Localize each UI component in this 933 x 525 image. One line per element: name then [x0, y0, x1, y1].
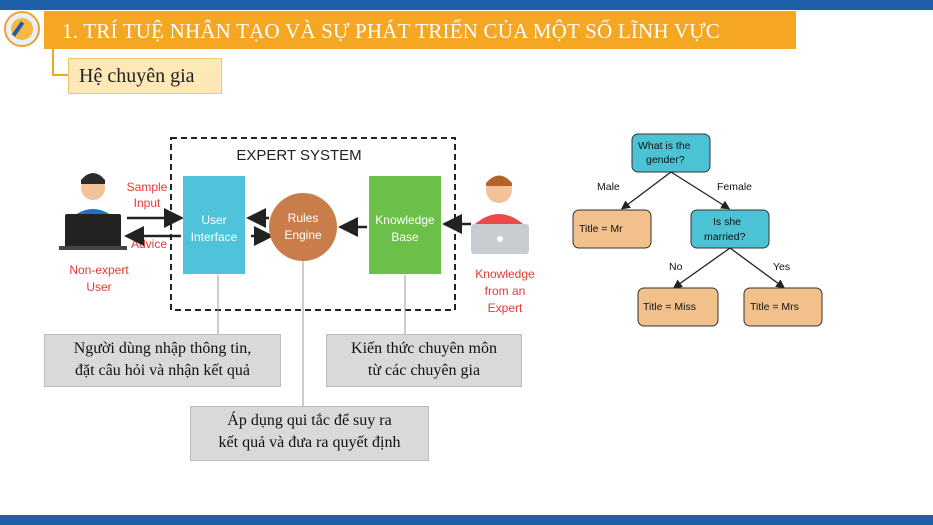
female-branch-line	[670, 171, 731, 210]
no-branch-label: No	[669, 261, 683, 273]
knowledge-caption-line1: Kiến thức chuyên môn	[351, 340, 497, 357]
female-branch-label: Female	[717, 181, 752, 193]
section-label-text: Hệ chuyên gia	[79, 65, 195, 87]
yes-branch-line	[729, 247, 786, 289]
user-interface-box	[183, 176, 245, 274]
expert-figure-icon	[471, 175, 529, 254]
miss-leaf-label: Title = Miss	[643, 301, 696, 313]
knowledge-caption: Kiến thức chuyên môn từ các chuyên gia	[326, 334, 522, 387]
user-figure-icon	[59, 173, 127, 250]
gender-question-line1: What is the	[638, 140, 691, 152]
user-caption-line2: đặt câu hỏi và nhận kết quả	[74, 362, 251, 379]
no-branch-line	[672, 247, 731, 289]
user-interface-label-2: Interface	[191, 230, 238, 244]
mr-leaf-label: Title = Mr	[579, 223, 623, 235]
title-connector-h	[52, 74, 68, 76]
rules-engine-label-1: Rules	[288, 211, 319, 225]
page-title: 1. TRÍ TUỆ NHÂN TẠO VÀ SỰ PHÁT TRIỂN CỦA…	[62, 19, 720, 43]
married-question-line1: Is she	[713, 216, 741, 228]
user-interface-label-1: User	[201, 213, 226, 227]
lesson-logo-icon	[4, 11, 40, 47]
knowledge-base-box	[369, 176, 441, 274]
mr-leaf-node	[572, 209, 652, 249]
male-branch-line	[620, 171, 672, 210]
title-banner: 1. TRÍ TUỆ NHÂN TẠO VÀ SỰ PHÁT TRIỂN CỦA…	[44, 11, 796, 49]
knowledge-base-label-2: Base	[391, 230, 419, 244]
rules-engine-label-2: Engine	[284, 228, 322, 242]
user-caption: Người dùng nhập thông tin, đặt câu hỏi v…	[44, 334, 281, 387]
expert-label-2: from an	[485, 284, 526, 298]
mrs-leaf-label: Title = Mrs	[750, 301, 799, 313]
knowledge-base-label-1: Knowledge	[375, 213, 435, 227]
expert-label-1: Knowledge	[475, 267, 535, 281]
rules-caption-line2: kết quả và đưa ra quyết định	[218, 434, 401, 451]
rules-caption: Áp dụng qui tắc để suy ra kết quả và đưa…	[190, 406, 429, 461]
mrs-leaf-node	[743, 287, 823, 327]
yes-branch-label: Yes	[773, 261, 790, 273]
non-expert-user-label-2: User	[86, 280, 111, 294]
section-label: Hệ chuyên gia	[68, 58, 222, 94]
knowledge-caption-line2: từ các chuyên gia	[367, 362, 481, 379]
sample-input-label-1: Sample	[127, 180, 168, 194]
rules-engine-circle	[269, 193, 337, 261]
married-question-line2: married?	[704, 231, 746, 243]
rules-caption-line1: Áp dụng qui tắc để suy ra	[227, 412, 392, 429]
expert-label-3: Expert	[488, 301, 523, 315]
bottom-accent-bar	[0, 515, 933, 525]
miss-leaf-node	[637, 287, 719, 327]
decision-tree-diagram: What is the gender? Male Female Title = …	[572, 133, 823, 327]
expert-system-title: EXPERT SYSTEM	[236, 147, 361, 164]
title-connector	[52, 49, 54, 75]
expert-system-diagram: EXPERT SYSTEM Non-expert User Sample Inp…	[59, 137, 535, 315]
sample-input-label-2: Input	[134, 196, 161, 210]
top-accent-bar	[0, 0, 933, 10]
non-expert-user-label-1: Non-expert	[69, 263, 129, 277]
user-caption-line1: Người dùng nhập thông tin,	[73, 340, 252, 357]
gender-question-line2: gender?	[646, 154, 685, 166]
male-branch-label: Male	[597, 181, 620, 193]
